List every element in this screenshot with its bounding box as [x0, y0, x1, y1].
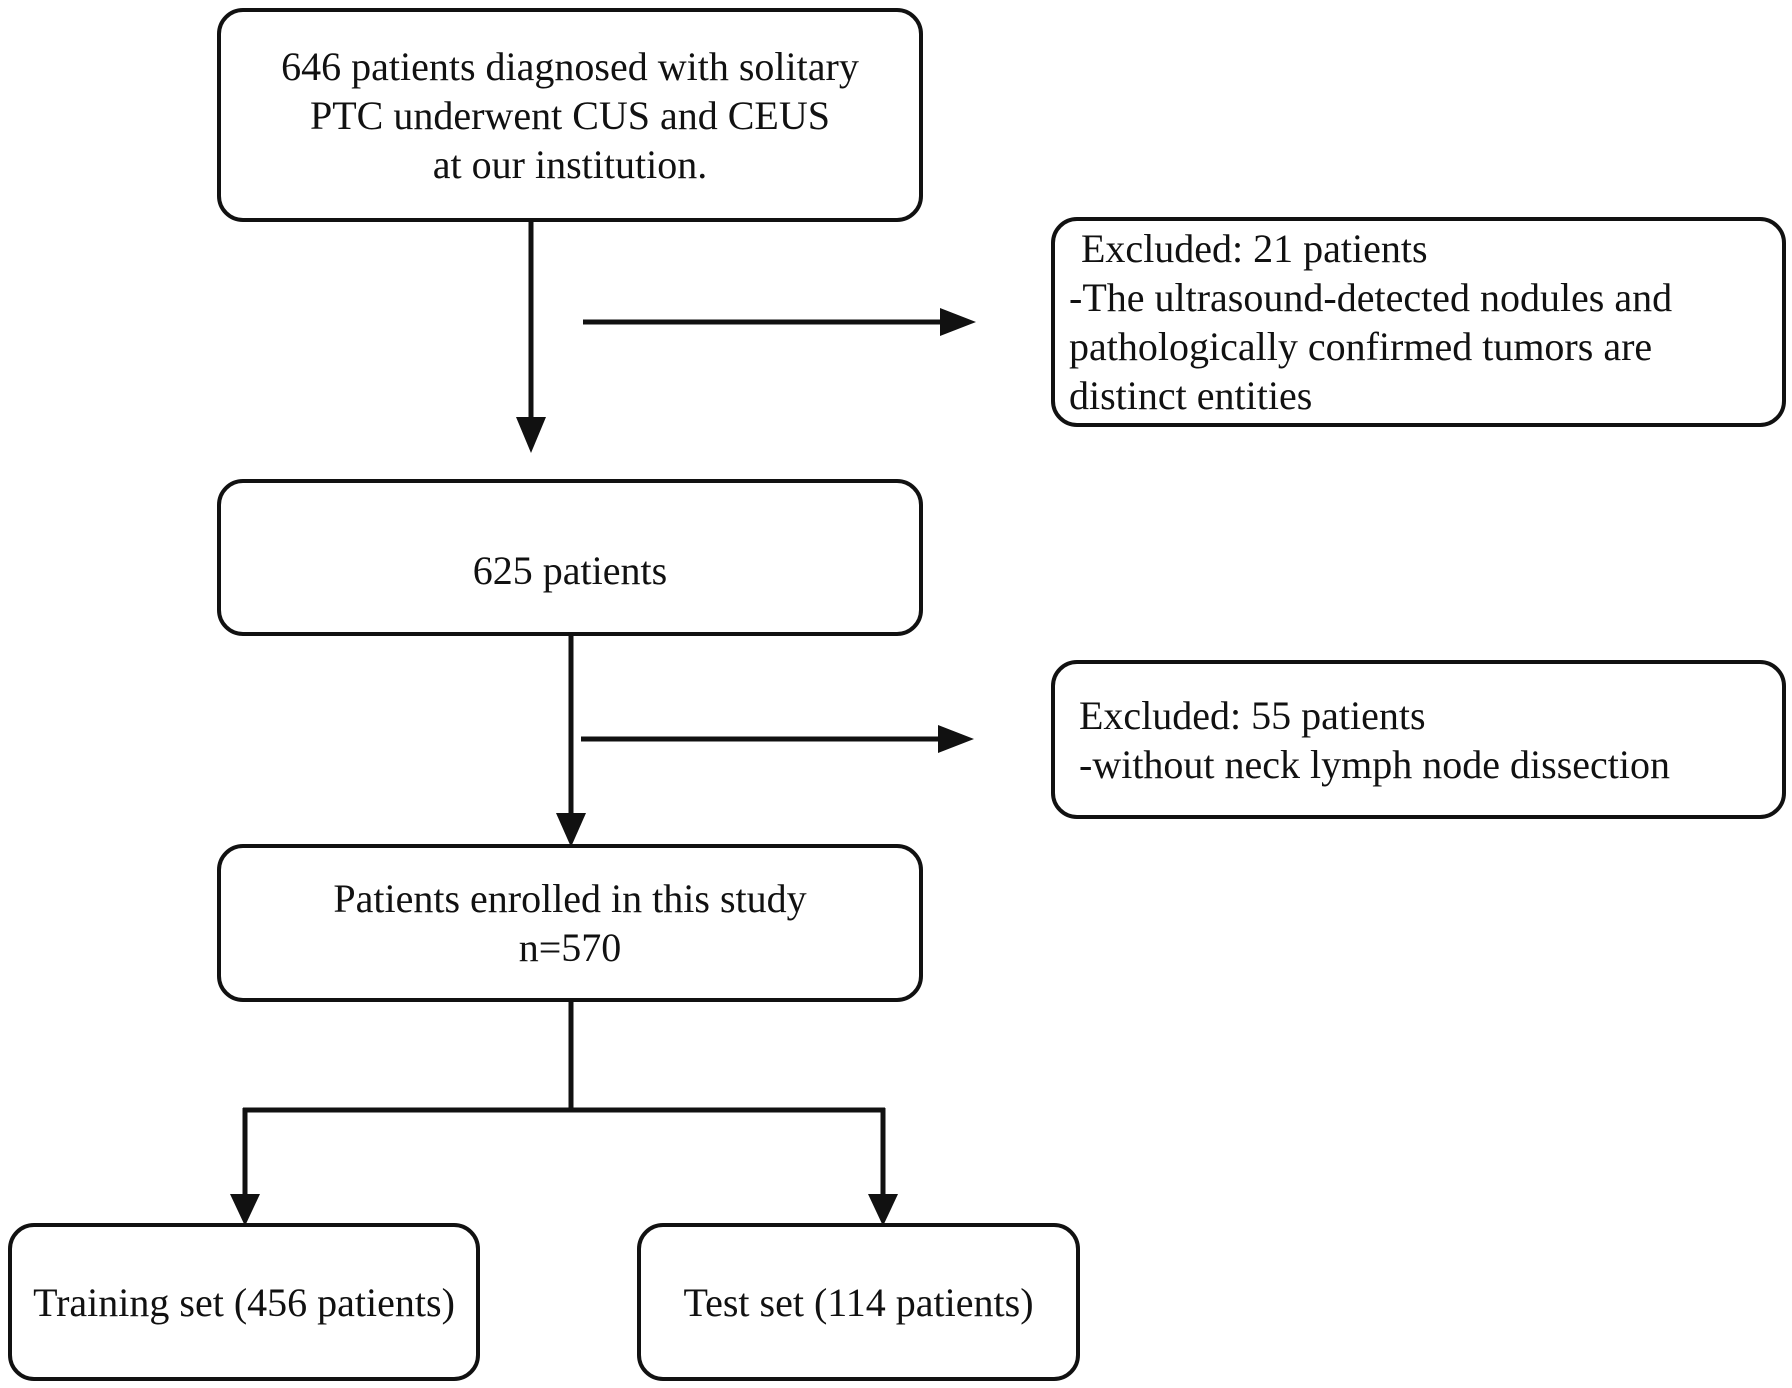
exclusion-1-reason-line-3: distinct entities	[1069, 373, 1313, 418]
exclusion-1-reason-line-1: -The ultrasound-detected nodules and	[1069, 275, 1673, 320]
enrolled-box: Patients enrolled in this study n=570	[217, 844, 923, 1002]
remaining-patients-box: 625 patients	[217, 479, 923, 636]
start-line-2: PTC underwent CUS and CEUS	[310, 92, 830, 138]
start-box: 646 patients diagnosed with solitary PTC…	[217, 8, 923, 222]
enrolled-count: n=570	[518, 925, 622, 970]
training-set-label: Training set (456 patients)	[33, 1279, 455, 1325]
exclusion-box-1: Excluded: 21 patients -The ultrasound-de…	[1051, 217, 1786, 427]
test-set-box: Test set (114 patients)	[637, 1223, 1080, 1381]
arrowhead-to-625	[516, 417, 546, 453]
exclusion-2-title: Excluded: 55 patients	[1079, 692, 1426, 738]
training-set-box: Training set (456 patients)	[8, 1223, 480, 1381]
exclusion-box-2: Excluded: 55 patients -without neck lymp…	[1051, 660, 1786, 819]
start-line-1: 646 patients diagnosed with solitary	[281, 43, 859, 89]
exclusion-1-reason-line-2: pathologically confirmed tumors are	[1069, 324, 1653, 369]
arrowhead-to-test	[868, 1194, 898, 1226]
arrowhead-exclusion-1	[940, 308, 976, 336]
exclusion-1-title: Excluded: 21 patients	[1081, 226, 1428, 271]
arrowhead-to-enrolled	[556, 813, 586, 847]
test-set-label: Test set (114 patients)	[683, 1279, 1034, 1325]
enrolled-label: Patients enrolled in this study	[333, 876, 807, 921]
start-line-3: at our institution.	[432, 141, 708, 187]
exclusion-2-reason: -without neck lymph node dissection	[1079, 741, 1671, 787]
arrowhead-to-training	[230, 1194, 260, 1226]
arrowhead-exclusion-2	[938, 725, 974, 753]
remaining-patients-label: 625 patients	[472, 548, 668, 593]
